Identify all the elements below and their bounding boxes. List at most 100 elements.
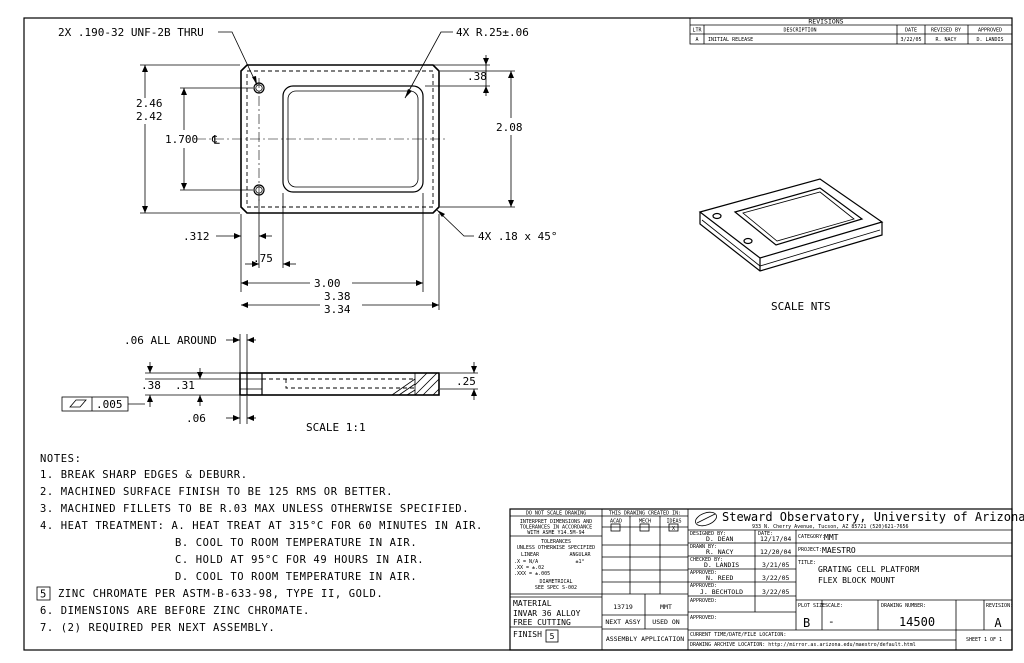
plate-outline	[240, 64, 440, 214]
plot-size-value: B	[803, 616, 810, 630]
radius-callout: 4X R.25±.06	[456, 26, 529, 39]
dim-thickness-38: .38	[141, 379, 161, 392]
section-outline	[239, 372, 440, 396]
rev-row-description: INITIAL RELEASE	[708, 37, 753, 43]
checkbox-acad	[610, 523, 621, 532]
revision-label: REVISION:	[986, 603, 1013, 609]
rev-row-revised-by: R. NACY	[935, 37, 956, 43]
finish-number: 5	[550, 632, 555, 641]
interpret-line-2: TOLERANCES IN ACCORDANCE	[520, 525, 592, 531]
finish-flag	[545, 629, 559, 643]
note-5: ZINC CHROMATE PER ASTM-B-633-98, TYPE II…	[58, 588, 383, 600]
note-2: 2. MACHINED SURFACE FINISH TO BE 125 RMS…	[40, 486, 393, 498]
note-6: 6. DIMENSIONS ARE BEFORE ZINC CHROMATE.	[40, 605, 310, 617]
drawn-by-label: DRAWN BY:	[690, 544, 717, 550]
created-ideas: IDEAS	[666, 519, 681, 525]
category-label: CATEGORY:	[798, 534, 825, 540]
revision-value: A	[994, 616, 1002, 630]
dim-width-334: 3.34	[324, 303, 351, 316]
date-label: DATE:	[758, 531, 773, 537]
iso-scale-label: SCALE NTS	[771, 300, 831, 313]
tolerances-heading: TOLERANCES	[541, 539, 571, 545]
dim-38-offset: .38	[467, 70, 487, 83]
notes-heading: NOTES:	[40, 453, 82, 465]
designed-date: 12/17/04	[760, 535, 791, 543]
approved-2-value: J. BECHTOLD	[700, 588, 743, 596]
dim-thickness-25: .25	[456, 375, 476, 388]
approved-2-date: 3/22/05	[762, 588, 789, 596]
iso-window	[733, 187, 864, 246]
approved-1-value: N. REED	[706, 574, 733, 582]
approved-4-label: APPROVED:	[690, 615, 717, 621]
tolerances-unless: UNLESS OTHERWISE SPECIFIED	[517, 545, 595, 551]
scale-value: -	[828, 615, 835, 628]
created-in-label: THIS DRAWING CREATED IN:	[609, 511, 681, 517]
rev-row-approved: D. LANDIS	[976, 37, 1003, 43]
dim-width-300: 3.00	[314, 277, 341, 290]
material-free-cutting: FREE CUTTING	[513, 618, 571, 627]
section-view: .06 ALL AROUND .38 .31 .25	[61, 334, 478, 434]
dim-thickness-31: .31	[175, 379, 195, 392]
rev-row-ltr: A	[695, 37, 698, 43]
tol-angular: ±1°	[575, 559, 584, 565]
dim-height-242: 2.42	[136, 110, 163, 123]
title-line-2: FLEX BLOCK MOUNT	[818, 576, 895, 585]
dim-75: .75	[253, 252, 273, 265]
created-mech: MECH	[639, 519, 651, 525]
note-4a: 4. HEAT TREATMENT: A. HEAT TREAT AT 315°…	[40, 520, 483, 532]
scale-label: SCALE:	[825, 603, 843, 609]
interpret-line-3: WITH ASME Y14.5M-94	[527, 530, 584, 536]
dim-height-208: 2.08	[496, 121, 523, 134]
project-label: PROJECT:	[798, 547, 822, 553]
used-on-value: MMT	[660, 603, 672, 611]
dim-bottom-06: .06	[186, 412, 206, 425]
observatory-logo	[695, 511, 717, 527]
chamfer-callout: 4X .18 x 45°	[478, 230, 557, 243]
note-7: 7. (2) REQUIRED PER NEXT ASSEMBLY.	[40, 622, 275, 634]
sheet-number: SHEET 1 OF 1	[966, 637, 1002, 643]
all-around-callout: .06 ALL AROUND	[124, 334, 217, 347]
used-on-label: USED ON	[652, 618, 679, 626]
drawn-date: 12/20/04	[760, 548, 791, 556]
approved-1-label: APPROVED:	[690, 570, 717, 576]
organization-address: 933 N. Cherry Avenue, Tucson, AZ 85721 (…	[752, 524, 909, 530]
note-5-number: 5	[40, 589, 47, 601]
do-not-scale: DO NOT SCALE DRAWING	[526, 511, 586, 517]
tapped-hole-top	[253, 82, 265, 94]
note-1: 1. BREAK SHARP EDGES & DEBURR.	[40, 469, 248, 481]
flatness-icon	[69, 399, 87, 408]
drawn-by-value: R. NACY	[706, 548, 733, 556]
tol-diametrical: DIAMETRICAL	[539, 579, 572, 585]
rev-header-revised-by: REVISED BY	[931, 28, 961, 34]
thread-callout: 2X .190-32 UNF-2B THRU	[58, 26, 204, 39]
revisions-table: REVISIONS LTR DESCRIPTION DATE REVISED B…	[689, 18, 1013, 45]
note-4b: B. COOL TO ROOM TEMPERATURE IN AIR.	[175, 537, 417, 549]
approved-3-label: APPROVED:	[690, 598, 717, 604]
isometric-view: SCALE NTS	[698, 178, 884, 313]
next-assy-label: NEXT ASSY	[605, 618, 640, 626]
tolerances-angular: ANGULAR	[569, 552, 591, 558]
plan-view: 2X .190-32 UNF-2B THRU 4X R.25±.06 .38 2…	[58, 26, 557, 316]
material-value: INVAR 36 ALLOY	[513, 609, 581, 618]
created-acad: ACAD	[610, 519, 622, 525]
rev-header-approved: APPROVED	[978, 28, 1002, 34]
iso-hole-1	[712, 212, 722, 220]
checkbox-ideas	[668, 523, 679, 532]
approved-2-label: APPROVED:	[690, 583, 717, 589]
note-4d: D. COOL TO ROOM TEMPERATURE IN AIR.	[175, 571, 417, 583]
rev-header-ltr: LTR	[692, 28, 702, 34]
approved-1-date: 3/22/05	[762, 574, 789, 582]
current-time-label: CURRENT TIME/DATE/FILE LOCATION:	[690, 632, 786, 638]
section-scale-label: SCALE 1:1	[306, 421, 366, 434]
revisions-title: REVISIONS	[808, 18, 843, 26]
drawing-number-value: 14500	[899, 615, 935, 629]
iso-top-face	[698, 178, 884, 259]
organization-name: Steward Observatory, University of Arizo…	[722, 510, 1024, 524]
material-label: MATERIAL	[513, 599, 552, 608]
rev-header-description: DESCRIPTION	[783, 28, 816, 34]
designed-by-label: DESIGNED BY:	[690, 531, 726, 537]
tol-xxx: .XXX = ±.005	[514, 571, 550, 577]
tol-x: .X = N/A	[514, 559, 538, 565]
centerline-symbol: ℄	[211, 133, 220, 147]
